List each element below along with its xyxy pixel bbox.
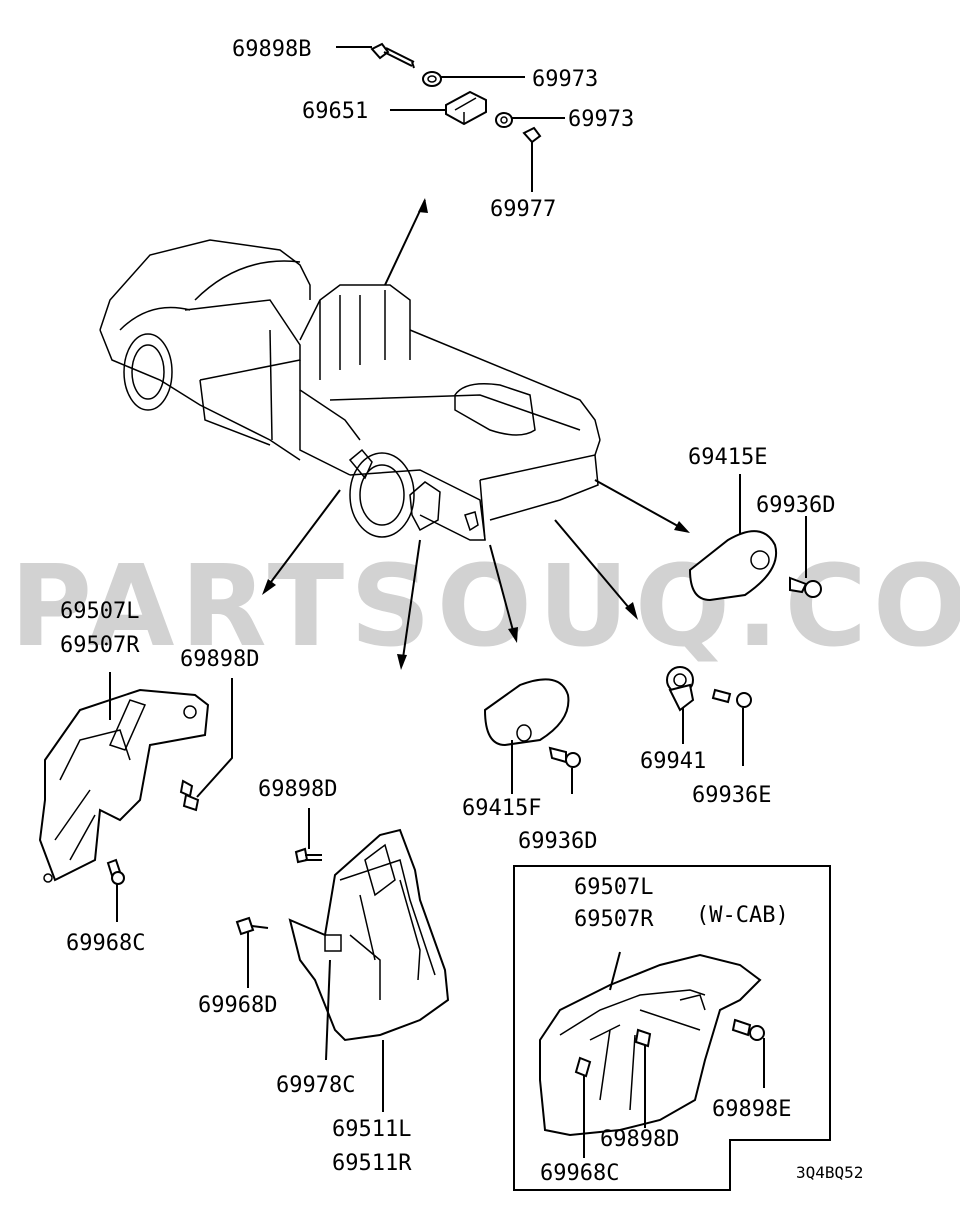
- mudguard-69507-left-group: [38, 672, 233, 922]
- label-69415E[interactable]: 69415E: [688, 445, 767, 470]
- label-69973-b[interactable]: 69973: [568, 107, 634, 132]
- label-69507L-b[interactable]: 69507L: [574, 875, 653, 900]
- label-69898E[interactable]: 69898E: [712, 1097, 791, 1122]
- label-69978C[interactable]: 69978C: [276, 1073, 355, 1098]
- w-cab-detail-box: [513, 865, 831, 1191]
- label-69898D-c[interactable]: 69898D: [600, 1127, 679, 1152]
- label-69507L-a[interactable]: 69507L: [60, 599, 139, 624]
- label-69651[interactable]: 69651: [302, 99, 368, 124]
- label-69507R-b[interactable]: 69507R: [574, 907, 654, 932]
- label-69507R-a[interactable]: 69507R: [60, 633, 140, 658]
- label-69968C-a[interactable]: 69968C: [66, 931, 145, 956]
- label-69936D-a[interactable]: 69936D: [756, 493, 835, 518]
- label-69898B[interactable]: 69898B: [232, 37, 311, 62]
- diagram-code: 3Q4BQ52: [796, 1163, 863, 1182]
- washer-69973-icon: [422, 71, 442, 87]
- w-cab-note: (W-CAB): [696, 903, 789, 928]
- label-69936D-b[interactable]: 69936D: [518, 829, 597, 854]
- bracket-69651-icon: [445, 90, 487, 126]
- label-69898D-a[interactable]: 69898D: [180, 647, 259, 672]
- mudflap-69415E-group: [688, 474, 822, 602]
- washer-69973-b-icon: [495, 112, 513, 128]
- label-69511L[interactable]: 69511L: [332, 1117, 411, 1142]
- mudflap-69415F-group: [483, 678, 581, 794]
- nut-69977-icon: [522, 126, 542, 144]
- clip-69941-group: [666, 666, 752, 766]
- truck-illustration: [99, 239, 601, 541]
- callout-arrows: [262, 198, 690, 670]
- label-69968C-b[interactable]: 69968C: [540, 1161, 619, 1186]
- label-69968D[interactable]: 69968D: [198, 993, 277, 1018]
- label-69977[interactable]: 69977: [490, 197, 556, 222]
- label-69898D-b[interactable]: 69898D: [258, 777, 337, 802]
- watermark: PARTSOUQ.COM: [10, 542, 960, 672]
- label-69973-a[interactable]: 69973: [532, 67, 598, 92]
- splash-shield-69511-group: [235, 808, 450, 1112]
- label-69941[interactable]: 69941: [640, 749, 706, 774]
- label-69511R[interactable]: 69511R: [332, 1151, 412, 1176]
- bolt-69898B-head-icon: [370, 42, 390, 60]
- top-hardware: [336, 42, 565, 192]
- part-labels: 69898B 69973 69651 69973 69977 69415E 69…: [60, 37, 863, 1186]
- label-69415F[interactable]: 69415F: [462, 796, 541, 821]
- label-69936E[interactable]: 69936E: [692, 783, 771, 808]
